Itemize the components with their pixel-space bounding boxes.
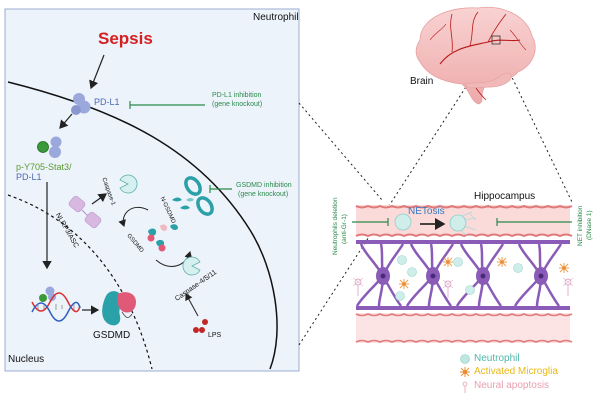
brain-neutrophil-icon (465, 285, 475, 295)
neuron-apoptosis-icon (462, 381, 468, 393)
endothelium-bottom (356, 306, 570, 310)
zoom-connectors (298, 41, 573, 346)
lps-to-caspase-arrow (185, 293, 199, 317)
netosing-neutrophil-icon (449, 214, 467, 232)
neutrophil-deletion-label: Neutrophils deletion (332, 197, 339, 255)
legend-microglia-label: Activated Microglia (474, 366, 558, 377)
dna-helix-icon (31, 292, 81, 322)
dna-bound-complex-icon (39, 286, 56, 302)
net-inhibition-label: NET inhibition (577, 205, 584, 246)
lps-icon (193, 319, 208, 333)
pdl1-inhibition-method: (gene knockout) (212, 101, 263, 108)
stat3-label: p-Y705-Stat3/ (16, 162, 72, 172)
brain-zoom-box (491, 35, 501, 45)
neuron-icon (405, 243, 455, 307)
vessel-wall-top-lower (355, 233, 573, 238)
net-inhibition-method: (DNase 1) (586, 210, 593, 240)
connector-left-bottom (298, 41, 496, 346)
gsdmd-fragments-icon (147, 224, 178, 252)
activated-microglia-icon (559, 263, 569, 273)
gsdmd-pore-icon (184, 176, 214, 216)
microglia-icon (460, 367, 470, 377)
pdl1-label: PD-L1 (94, 97, 120, 107)
vessel-wall-bottom-lower (355, 339, 573, 343)
nucleus-label: Nucleus (8, 354, 45, 365)
neutrophil-panel (4, 8, 300, 372)
cell-label: Neutrophil (253, 12, 299, 23)
lps-label: LPS (208, 332, 222, 339)
neutrophil-icon (460, 354, 470, 364)
sepsis-arrow (89, 54, 105, 90)
complex-pdl1-label: PD-L1 (16, 172, 42, 182)
vessel-wall-bottom-upper (355, 313, 573, 317)
neutrophil-deletion-method: (anti-Gr-1) (341, 214, 348, 244)
legend-apoptosis-label: Neural apoptosis (474, 380, 550, 391)
activated-microglia-icon (497, 257, 507, 267)
brain-label: Brain (410, 76, 434, 87)
gsdmd-protein-icon (102, 291, 136, 326)
legend-neutrophil-label: Neutrophil (474, 353, 520, 364)
apoptotic-neuron-icon (442, 279, 454, 298)
hippocampus-panel (352, 204, 574, 343)
n-gsdmd-fragments-icon (172, 197, 194, 210)
neuron-layer (352, 243, 574, 307)
sepsis-label: Sepsis (98, 29, 153, 48)
connector-left-top (298, 102, 383, 201)
cleavage-arc-top (118, 206, 149, 227)
pdl1-receptor-icon (71, 93, 91, 115)
pdl1-inhibition-label: PD-L1 inhibition (212, 92, 262, 99)
nlrp3-to-caspase1-arrow (91, 193, 107, 205)
neutrophil-panel-background (4, 8, 300, 372)
brain-neutrophil-icon (407, 267, 417, 277)
pdl1-to-stat3-arrow (59, 113, 73, 129)
apoptotic-neuron-icon (562, 277, 574, 296)
stat3-pdl1-complex-icon (37, 136, 62, 158)
brain-neutrophil-icon (453, 257, 463, 267)
hippocampus-label: Hippocampus (474, 191, 536, 202)
nlrp3-asc-icon (68, 195, 102, 229)
net-strands (459, 211, 477, 237)
gsdmd-inhibition-label: GSDMD inhibition (236, 182, 292, 189)
vessel-wall-top-upper (355, 204, 573, 209)
brain-neutrophil-icon (395, 291, 405, 301)
endothelium-top (356, 240, 570, 244)
caspase1-icon (119, 174, 138, 194)
cleavage-arc-bottom (155, 251, 193, 267)
netosis-label: NETosis (408, 206, 445, 217)
blood-vessel-bottom (356, 313, 570, 343)
brain-icon (415, 6, 536, 105)
cell-membrane (7, 81, 278, 370)
neuron-icon (513, 243, 563, 307)
caspase4511-icon (182, 256, 201, 276)
brain-neutrophil-icon (397, 255, 407, 265)
activated-microglia-icon (443, 257, 453, 267)
brain-neutrophil-icon (513, 263, 523, 273)
neuron-icon (355, 243, 405, 307)
gsdmd-inhibition-method: (gene knockout) (238, 191, 289, 198)
activated-microglia-icon (399, 279, 409, 289)
gsdmd-product-label: GSDMD (93, 330, 131, 341)
apoptotic-neuron-icon (352, 277, 364, 296)
neuron-icon (455, 243, 505, 307)
neutrophil-in-vessel-icon (394, 213, 412, 231)
